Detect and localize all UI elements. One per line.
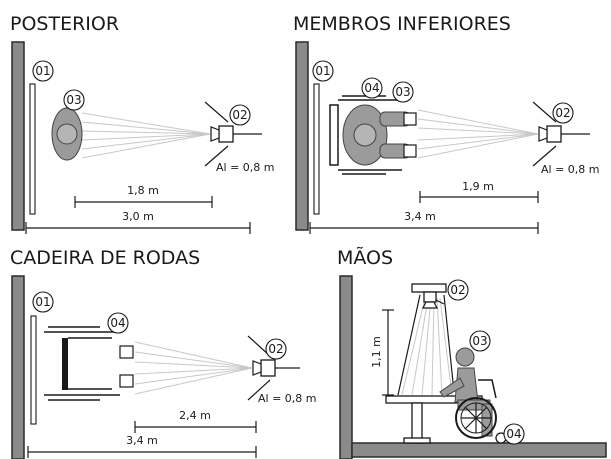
camera-rays-maos bbox=[401, 297, 453, 396]
label-01-cadeira: 01 bbox=[32, 291, 54, 313]
svg-text:04: 04 bbox=[364, 81, 379, 95]
wall-posterior bbox=[11, 41, 25, 231]
person-top-view-posterior bbox=[51, 107, 83, 161]
label-02-cadeira: 02 bbox=[265, 338, 287, 360]
svg-text:04: 04 bbox=[506, 427, 521, 441]
dimension-outer-membros: 3,4 m bbox=[309, 210, 539, 234]
label-02-posterior: 02 bbox=[229, 104, 251, 126]
height-text-membros: Al = 0,8 m bbox=[541, 163, 600, 176]
wheelchair-person-top-view-membros bbox=[329, 95, 417, 175]
svg-text:01: 01 bbox=[35, 64, 50, 78]
wall-membros bbox=[295, 41, 309, 231]
svg-text:02: 02 bbox=[268, 342, 283, 356]
svg-text:01: 01 bbox=[315, 64, 330, 78]
wall-cadeira bbox=[11, 275, 25, 459]
panel-title-membros: MEMBROS INFERIORES bbox=[293, 13, 511, 35]
svg-text:02: 02 bbox=[450, 283, 465, 297]
panel-title-maos: MÃOS bbox=[337, 246, 393, 269]
camera-cadeira bbox=[247, 335, 300, 401]
svg-text:01: 01 bbox=[35, 295, 50, 309]
person-seated-maos bbox=[439, 347, 493, 437]
svg-text:3,4 m: 3,4 m bbox=[404, 210, 436, 223]
camera-posterior bbox=[204, 101, 262, 167]
svg-text:04: 04 bbox=[110, 316, 125, 330]
svg-text:1,8 m: 1,8 m bbox=[127, 184, 159, 197]
wall-maos bbox=[339, 275, 353, 459]
panel-posterior: POSTERIOR 01 03 bbox=[10, 13, 275, 234]
wheelchair-side-maos bbox=[455, 379, 507, 444]
panel-maos: MÃOS 02 bbox=[337, 246, 607, 459]
dimension-inner-membros: 1,9 m bbox=[419, 180, 539, 203]
wheelchair-top-view-cadeira bbox=[44, 326, 134, 401]
svg-text:02: 02 bbox=[232, 108, 247, 122]
label-04-maos: 04 bbox=[503, 423, 525, 445]
svg-text:02: 02 bbox=[555, 106, 570, 120]
panel-cadeira-de-rodas: CADEIRA DE RODAS 01 04 bbox=[10, 247, 317, 459]
svg-text:03: 03 bbox=[66, 93, 81, 107]
panel-board-posterior bbox=[29, 83, 36, 215]
label-04-membros: 04 bbox=[361, 77, 383, 99]
height-text-cadeira: Al = 0,8 m bbox=[258, 392, 317, 405]
camera-membros bbox=[532, 101, 590, 167]
panel-board-cadeira bbox=[30, 315, 37, 425]
label-04-cadeira: 04 bbox=[107, 312, 129, 334]
svg-text:1,9 m: 1,9 m bbox=[462, 180, 494, 193]
label-01-membros: 01 bbox=[312, 60, 334, 82]
svg-text:2,4 m: 2,4 m bbox=[179, 409, 211, 422]
dimension-outer-cadeira: 3,4 m bbox=[27, 434, 257, 458]
svg-text:1,1 m: 1,1 m bbox=[370, 336, 383, 368]
svg-text:3,0 m: 3,0 m bbox=[122, 210, 154, 223]
label-03-membros: 03 bbox=[392, 81, 414, 103]
dimension-height-maos: 1,1 m bbox=[370, 309, 394, 396]
label-03-posterior: 03 bbox=[63, 89, 85, 111]
label-03-maos: 03 bbox=[469, 330, 491, 352]
dimension-outer-posterior: 3,0 m bbox=[25, 210, 251, 234]
svg-text:03: 03 bbox=[472, 334, 487, 348]
dimension-inner-cadeira: 2,4 m bbox=[134, 409, 257, 433]
height-text-posterior: Al = 0,8 m bbox=[216, 161, 275, 174]
label-01-posterior: 01 bbox=[32, 60, 54, 82]
panel-board-membros bbox=[313, 83, 320, 215]
dimension-inner-posterior: 1,8 m bbox=[74, 184, 213, 208]
label-02-maos: 02 bbox=[447, 279, 469, 301]
camera-rays-membros bbox=[417, 109, 539, 159]
floor-maos bbox=[351, 442, 607, 458]
panel-title-posterior: POSTERIOR bbox=[10, 13, 119, 35]
svg-text:03: 03 bbox=[395, 85, 410, 99]
panel-title-cadeira: CADEIRA DE RODAS bbox=[10, 247, 200, 269]
svg-text:3,4 m: 3,4 m bbox=[126, 434, 158, 447]
camera-rays-cadeira bbox=[134, 341, 253, 395]
camera-maos bbox=[397, 283, 455, 396]
camera-rays-posterior bbox=[81, 112, 211, 159]
label-02-membros: 02 bbox=[552, 102, 574, 124]
panel-membros-inferiores: MEMBROS INFERIORES 01 bbox=[293, 13, 600, 234]
